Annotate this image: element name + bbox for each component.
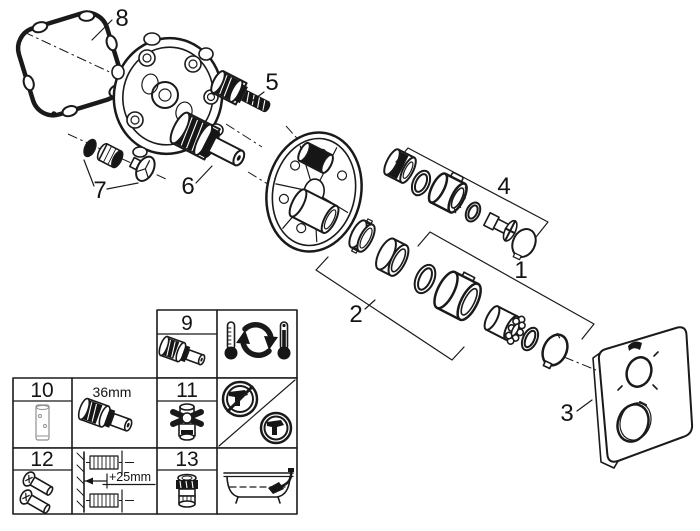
cartridge-part-5 — [210, 70, 271, 113]
dimension-36mm: 36mm — [93, 384, 132, 400]
callout-4: 4 — [497, 173, 510, 200]
cell-part-10 — [13, 400, 72, 441]
faceplate-part-3 — [576, 326, 694, 469]
screw-set-part-7 — [83, 138, 156, 190]
cell-part-11 — [157, 400, 217, 441]
callout-3: 3 — [560, 400, 573, 427]
dimension-25mm: +25mm — [109, 470, 151, 484]
cartridge-part-6 — [169, 111, 246, 184]
cell-part-12 — [13, 469, 72, 514]
bathtub-handshower-icon — [223, 468, 294, 504]
lower-control-opening — [616, 403, 650, 443]
sleeve-assembly-part-1 — [433, 270, 569, 370]
upper-control-opening — [625, 356, 653, 388]
carrier-wheel — [265, 131, 363, 253]
gasket-part-8 — [15, 10, 125, 118]
cell-part-9 — [157, 333, 217, 366]
inset-table: 9 10 — [12, 309, 298, 515]
brand-logo-mark — [628, 341, 642, 351]
callout-10: 10 — [30, 379, 53, 402]
trim-rings-part-2 — [348, 218, 437, 295]
callout-7: 7 — [93, 177, 106, 204]
spout-usage-icons — [218, 379, 296, 447]
callout-5: 5 — [265, 69, 278, 96]
callout-12: 12 — [30, 448, 53, 471]
spout-allowed-icon — [259, 411, 293, 445]
spout-prohibited-icon — [221, 380, 259, 418]
callout-6: 6 — [181, 173, 194, 200]
cell-part-13 — [157, 469, 217, 508]
thermometer-recalibration-icon — [224, 321, 291, 360]
wall-extension-icon — [76, 450, 156, 513]
callout-9: 9 — [181, 312, 193, 335]
callout-13: 13 — [175, 448, 198, 471]
cell-cartridge-36mm — [77, 397, 133, 432]
group-brackets — [315, 147, 595, 361]
callout-11: 11 — [176, 379, 198, 402]
callout-2: 2 — [349, 301, 362, 328]
callout-8: 8 — [115, 5, 128, 32]
handle-assembly-part-4 — [383, 148, 537, 261]
callout-1: 1 — [514, 257, 527, 284]
